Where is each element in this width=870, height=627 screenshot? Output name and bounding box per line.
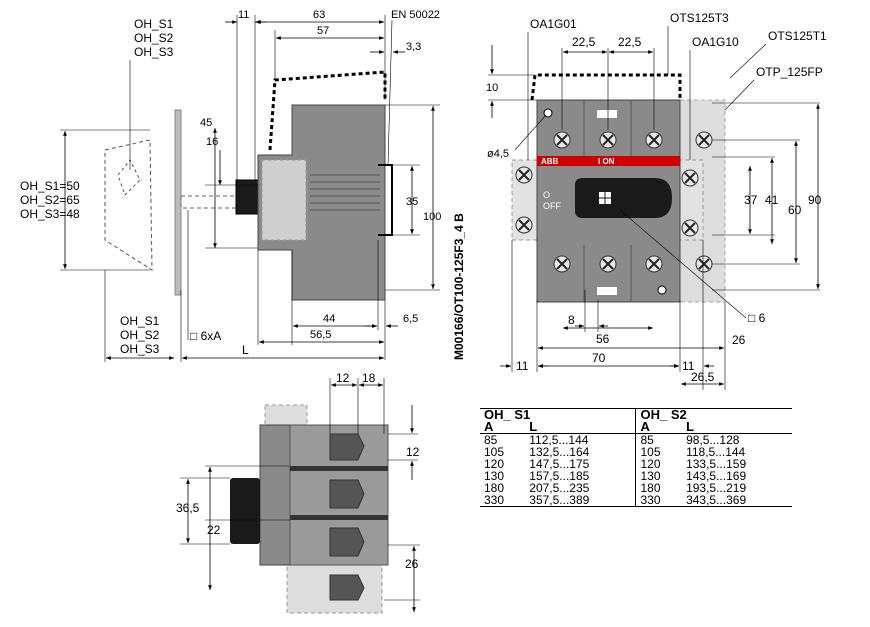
dim-16: 16 [206, 136, 218, 148]
dim-41: 41 [765, 193, 779, 207]
length-oh-s1: OH_S1=50 [20, 179, 80, 193]
table-col-a-1: A [480, 420, 526, 434]
din-rail [378, 164, 393, 236]
code-otp125fp: OTP_125FP [756, 65, 823, 79]
dim-70: 70 [592, 351, 606, 365]
brand-logo: ABB [541, 157, 559, 166]
dim-11-right: 11 [682, 359, 695, 373]
rotary-handle [575, 178, 672, 218]
dim-60: 60 [788, 203, 802, 217]
dim-bottom-26: 26 [405, 557, 419, 571]
length-oh-s2: OH_S2=65 [20, 193, 80, 207]
dim-45: 45 [200, 117, 212, 129]
front-view: ABB I ON O OFF OA1G01 OTS125T3 OA1G10 OT… [486, 11, 827, 390]
variant-top-3: OH_S3 [134, 45, 174, 59]
top-cover-ghost [264, 404, 308, 426]
table-group-1: OH_ S1 [484, 407, 531, 422]
red-label-band [537, 156, 680, 166]
terminal-cover [268, 70, 387, 151]
dim-L: L [242, 343, 249, 357]
dim-3-3: 3,3 [406, 41, 421, 53]
dim-10: 10 [486, 82, 498, 94]
document-code: M00166/OT100-125F3_4 B [452, 213, 466, 360]
dim-37: 37 [744, 193, 758, 207]
variant-top-1: OH_S1 [134, 17, 174, 31]
hole-diameter: ø4,5 [487, 148, 509, 160]
shaft-square: □ 6 [748, 311, 766, 325]
dim-35: 35 [406, 196, 418, 208]
code-ots125t1: OTS125T1 [768, 29, 827, 43]
handle-outline [104, 139, 153, 271]
dim-22: 22 [207, 523, 221, 537]
standard-label: EN 50022 [391, 9, 440, 21]
table-col-a-2: A [635, 420, 683, 434]
dim-8: 8 [568, 313, 575, 327]
dim-56-5: 56,5 [310, 329, 331, 341]
dim-100: 100 [423, 211, 441, 223]
off-label: OFF [543, 201, 561, 211]
dim-pitch-2: 22,5 [618, 35, 642, 49]
bottom-view: 12 18 12 36,5 22 26 [176, 371, 420, 614]
code-oa1g01: OA1G01 [530, 17, 577, 31]
dim-bottom-18: 18 [362, 371, 376, 385]
dim-6-5: 6,5 [403, 313, 418, 325]
code-oa1g10: OA1G10 [692, 35, 739, 49]
dim-90: 90 [808, 193, 822, 207]
variant-top-2: OH_S2 [134, 31, 174, 45]
variant-bottom-1: OH_S1 [120, 314, 160, 328]
side-view: 11 63 57 EN 50022 3,3 45 16 OH_S1=50 OH_… [20, 9, 441, 362]
on-label: I ON [598, 157, 615, 166]
mounting-panel [174, 109, 182, 296]
table-col-l-2: L [682, 420, 792, 434]
shaft-label: □ 6xA [190, 329, 221, 343]
bottom-handle [230, 478, 260, 544]
length-oh-s3: OH_S3=48 [20, 207, 80, 221]
table-group-2: OH_ S2 [635, 408, 792, 421]
dim-26: 26 [732, 333, 746, 347]
shaft [180, 195, 242, 209]
dim-11: 11 [238, 9, 249, 21]
shaft-coupling [235, 179, 261, 215]
dim-26-5: 26,5 [691, 370, 715, 384]
dim-63: 63 [313, 9, 325, 21]
variant-bottom-3: OH_S3 [120, 342, 160, 356]
dim-bottom-12-right: 12 [406, 445, 420, 459]
dim-bottom-12-top: 12 [336, 371, 350, 385]
variant-bottom-2: OH_S2 [120, 328, 160, 342]
code-ots125t3: OTS125T3 [670, 11, 729, 25]
top-terminal-cover [530, 73, 682, 101]
dim-57: 57 [317, 25, 329, 37]
dim-44: 44 [323, 313, 335, 325]
dim-11-left: 11 [516, 359, 529, 373]
dim-56: 56 [596, 332, 610, 346]
table-col-l-1: L [525, 420, 636, 434]
dim-pitch-1: 22,5 [572, 35, 596, 49]
off-o-label: O [543, 190, 550, 200]
